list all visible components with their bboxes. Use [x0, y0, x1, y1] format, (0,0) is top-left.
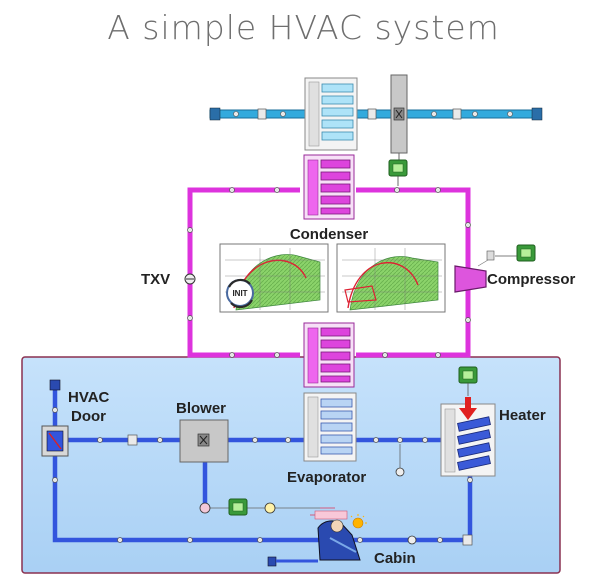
outside-fan [390, 74, 408, 160]
evaporator-refrigerant [303, 322, 355, 388]
controller-icon [388, 159, 408, 186]
compressor-controller [477, 244, 536, 267]
hvac-door-label-2: Door [71, 408, 106, 425]
compressor [454, 265, 487, 293]
compressor-label: Compressor [487, 271, 576, 288]
heat-arrow-icon [459, 397, 477, 420]
refrigerant-nodes [187, 187, 471, 358]
init-icon: INIT [226, 278, 254, 309]
txv-valve [184, 273, 196, 285]
air-inlet [49, 379, 61, 391]
init-label: INIT [232, 289, 247, 298]
air-nodes [52, 407, 473, 543]
heater-label: Heater [499, 407, 546, 424]
air-condenser [304, 77, 358, 151]
hvac-door [41, 425, 69, 457]
page-title: A simple HVAC system [107, 8, 500, 47]
cabin-valve [462, 534, 473, 546]
hvac-door-label-1: HVAC [68, 389, 110, 406]
sensor-icon [395, 444, 405, 477]
condenser-label: Condenser [290, 226, 369, 243]
outside-air-line [209, 107, 543, 121]
air-valve [127, 434, 138, 446]
cabin-label: Cabin [374, 550, 416, 567]
heater-controller [458, 366, 478, 396]
txv-label: TXV [141, 271, 170, 288]
recirculation-branch [199, 502, 348, 520]
evaporator-label: Evaporator [287, 469, 366, 486]
sun-icon [350, 514, 367, 529]
cabin-controller [228, 498, 248, 516]
cabin-outlet [267, 556, 277, 567]
heater [440, 403, 496, 477]
evaporator-air [303, 392, 357, 462]
cabin-sensor [407, 535, 417, 545]
ph-chart-right [336, 243, 446, 313]
blower-label: Blower [176, 400, 226, 417]
seat-icon [317, 519, 361, 561]
condenser [303, 154, 355, 220]
blower [179, 419, 229, 463]
